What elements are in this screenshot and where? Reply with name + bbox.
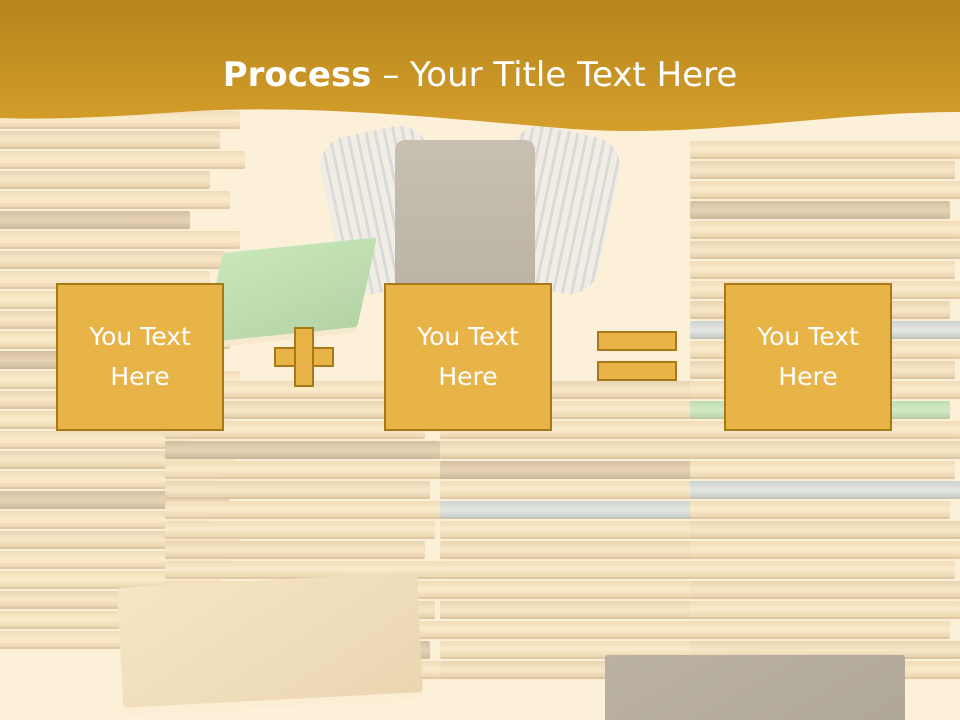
process-box-3-text: You Text Here: [757, 322, 859, 391]
process-box-2-text: You Text Here: [417, 322, 519, 391]
title-bold: Process: [222, 55, 372, 95]
equals-icon: [597, 331, 677, 383]
banner-shape: [0, 0, 960, 131]
title-rest: – Your Title Text Here: [371, 55, 738, 95]
slide-title: Process – Your Title Text Here: [0, 55, 960, 95]
process-box-1-text: You Text Here: [89, 322, 191, 391]
process-box-3: You Text Here: [724, 283, 892, 431]
title-banner: Process – Your Title Text Here: [0, 0, 960, 140]
plus-icon: [274, 327, 334, 387]
process-box-1: You Text Here: [56, 283, 224, 431]
process-box-2: You Text Here: [384, 283, 552, 431]
